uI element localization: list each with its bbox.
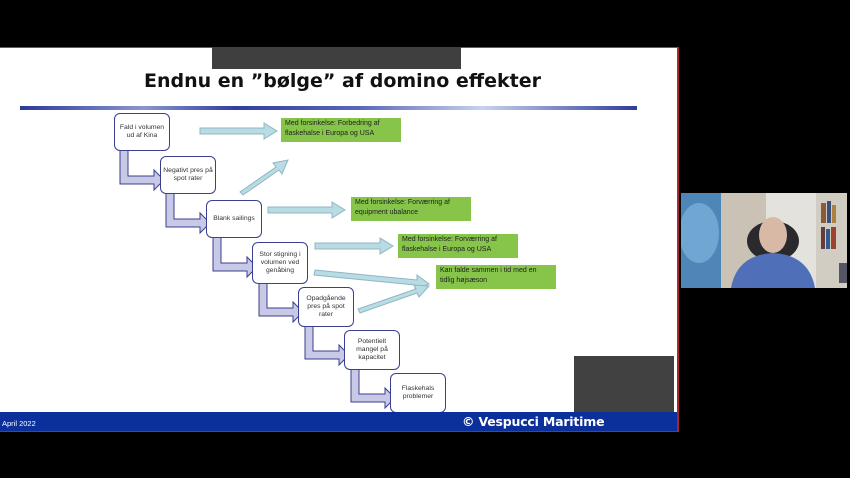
arrow-to-note-2 <box>267 201 346 219</box>
title-divider <box>20 106 637 110</box>
step-label: Potentielt mangel på kapacitet <box>356 338 388 361</box>
note-text: Med forsinkelse: Forbedring af flaskehal… <box>285 120 380 137</box>
note-box: Med forsinkelse: Forværring af flaskehal… <box>398 234 518 258</box>
step-box: Flaskehals problemer <box>390 373 446 413</box>
connector-6 <box>350 367 396 410</box>
step-label: Stor stigning i volumen ved genåbing <box>259 251 301 274</box>
arrow-to-note-4b <box>357 284 431 314</box>
step-label: Negativt pres på spot rater <box>163 167 213 182</box>
note-text: Med forsinkelse: Forværring af equipment… <box>355 199 450 216</box>
step-box: Stor stigning i volumen ved genåbing <box>252 242 308 284</box>
step-label: Flaskehals problemer <box>401 385 435 400</box>
step-label: Blank sailings <box>213 215 255 222</box>
connector-4 <box>258 281 304 324</box>
note-box: Kan falde sammen i tid med en tidlig høj… <box>436 265 556 289</box>
flow-arrows <box>119 122 431 410</box>
participant-video[interactable] <box>681 193 847 288</box>
footer-date: April 2022 <box>2 419 36 428</box>
presentation-slide <box>0 47 679 432</box>
step-label: Fald i volumen ud af Kina <box>119 124 165 139</box>
slide-footer <box>0 412 677 431</box>
redacted-area <box>212 47 461 69</box>
note-text: Kan falde sammen i tid med en tidlig høj… <box>440 267 537 284</box>
step-box: Blank sailings <box>206 200 262 238</box>
map-globe <box>681 203 719 263</box>
connector-3 <box>212 236 258 279</box>
footer-brand: © Vespucci Maritime <box>462 414 605 429</box>
step-box: Negativt pres på spot rater <box>160 156 216 194</box>
webcam-feed <box>681 193 847 288</box>
connector-5 <box>304 324 350 367</box>
arrow-to-note-3 <box>314 237 394 255</box>
redacted-area <box>574 356 674 412</box>
face <box>759 217 787 253</box>
slide-title-text: Endnu en ”bølge” af domino effekter <box>143 70 542 92</box>
step-box: Potentielt mangel på kapacitet <box>344 330 400 370</box>
note-text: Med forsinkelse: Forværring af flaskehal… <box>402 236 497 253</box>
step-label: Opadgående pres på spot rater <box>306 295 346 318</box>
connector-1 <box>119 149 165 192</box>
slide-title: Endnu en ”bølge” af domino effekter <box>0 70 679 92</box>
arrow-to-note-1 <box>199 122 278 140</box>
note-box: Med forsinkelse: Forværring af equipment… <box>351 197 471 221</box>
step-box: Fald i volumen ud af Kina <box>114 113 170 151</box>
step-box: Opadgående pres på spot rater <box>298 287 354 327</box>
shirt <box>731 253 815 288</box>
arrow-diag-to-note-1 <box>239 159 289 196</box>
note-box: Med forsinkelse: Forbedring af flaskehal… <box>281 118 401 142</box>
connector-2 <box>165 192 211 235</box>
